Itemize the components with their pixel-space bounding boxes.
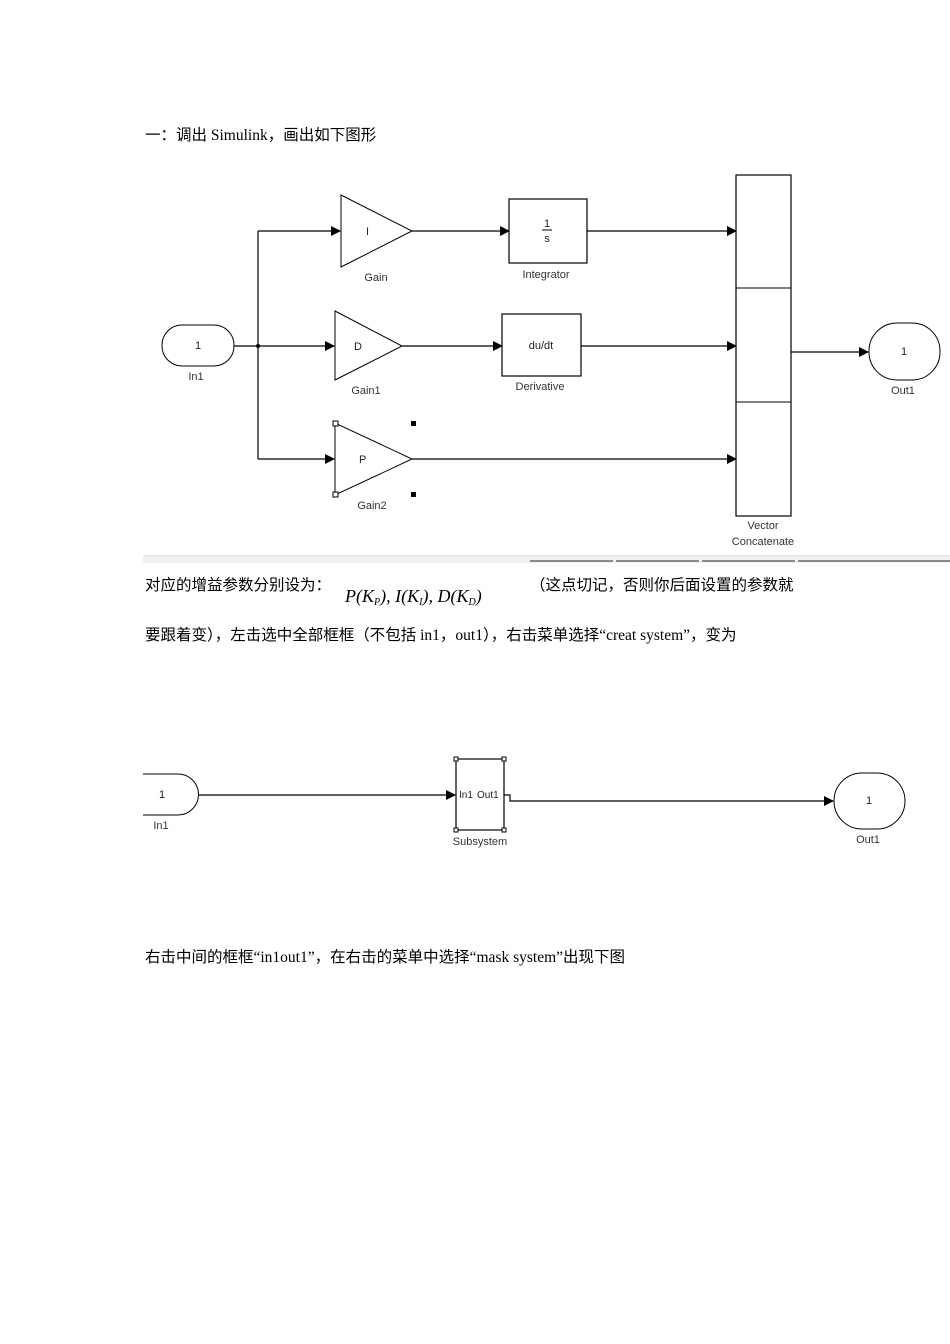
selection-handles (453, 756, 507, 833)
vector-concatenate-block[interactable] (735, 174, 792, 517)
section-heading: 一：调出 Simulink，画出如下图形 (145, 127, 377, 144)
simulink-pid-diagram: 1 In1 I Gain D Gain1 P Gain2 1 s Integra… (161, 174, 941, 548)
subsystem-label: Subsystem (453, 836, 507, 848)
selection-handles (332, 420, 416, 498)
gain-params-lead: 对应的增益参数分别设为： (145, 577, 332, 594)
create-subsystem-text: 要跟着变），左击选中全部框框（不包括 in1，out1），右击菜单选择“crea… (145, 627, 737, 644)
gain-params-text: 对应的增益参数分别设为： (145, 576, 331, 596)
subsystem-out-port: Out1 (477, 790, 499, 801)
gain1-block[interactable] (334, 310, 404, 381)
in1-value: 1 (195, 340, 201, 352)
derivative-block[interactable] (501, 313, 582, 377)
derivative-value: du/dt (529, 340, 553, 352)
gain-formula: P(KP), I(KI), D(KD) (345, 586, 482, 608)
out1-label: Out1 (856, 834, 880, 846)
integrator-label: Integrator (522, 269, 569, 281)
branch-point (256, 344, 260, 348)
gain1-label: Gain1 (351, 385, 380, 397)
out1-value: 1 (901, 346, 907, 358)
derivative-label: Derivative (516, 381, 565, 393)
gain-value: I (366, 226, 369, 238)
status-bar (143, 555, 950, 563)
out1-block[interactable] (868, 322, 941, 381)
subsystem-block[interactable] (455, 758, 505, 831)
subsystem-in-port: In1 (459, 790, 473, 801)
in1-block[interactable] (143, 773, 199, 816)
concat-label-2: Concatenate (732, 536, 794, 548)
in1-block[interactable] (161, 324, 235, 367)
out1-block[interactable] (833, 772, 906, 830)
integrator-numerator: 1 (544, 218, 550, 230)
out1-value: 1 (866, 795, 872, 807)
in1-value: 1 (159, 789, 165, 801)
wire-subsystem-out1 (504, 794, 834, 806)
integrator-block[interactable] (508, 198, 588, 264)
gain-params-trail: （这点切记，否则你后面设置的参数就 (530, 577, 794, 594)
out1-label: Out1 (891, 385, 915, 397)
gain-label: Gain (364, 272, 387, 284)
gain2-label: Gain2 (357, 500, 386, 512)
gain2-block[interactable] (334, 422, 414, 496)
in1-label: In1 (188, 371, 203, 383)
gain1-value: D (354, 341, 362, 353)
concat-label-1: Vector (747, 520, 779, 532)
in1-label: In1 (153, 820, 168, 832)
mask-system-text: 右击中间的框框“in1out1”，在右击的菜单中选择“mask system”出… (145, 949, 626, 966)
integrator-denominator: s (544, 233, 550, 245)
gain2-value: P (359, 454, 366, 466)
simulink-subsystem-diagram: 1 In1 In1 Out1 Subsystem 1 Out1 (143, 756, 906, 848)
gain-block[interactable] (340, 194, 414, 268)
